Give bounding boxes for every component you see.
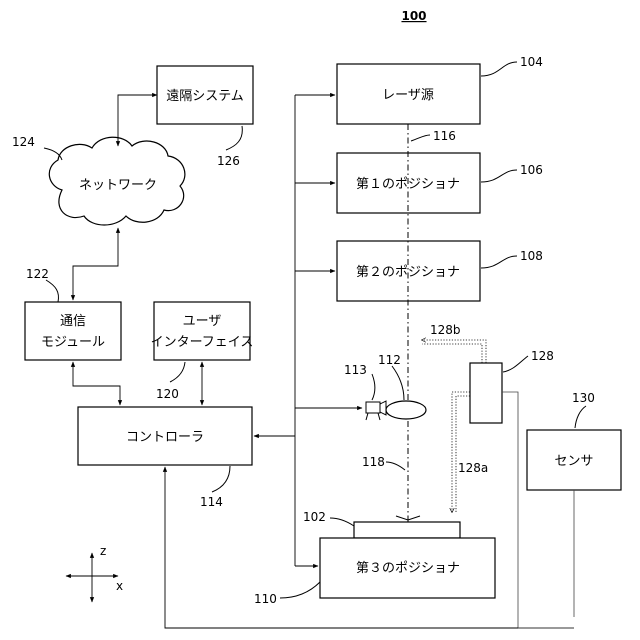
ref-126-leader (226, 126, 242, 150)
ref-112-leader (392, 366, 404, 400)
user-interface-block: ユーザ インターフェイス (151, 302, 254, 360)
figure-number: 100 (401, 9, 426, 23)
laser-source-label: レーザ源 (382, 88, 434, 103)
ref-130: 130 (572, 391, 595, 405)
sensor-block: センサ (527, 430, 621, 490)
camera-icon (366, 401, 386, 420)
ref-114-leader (212, 466, 230, 492)
path-128a (452, 392, 470, 512)
ref-120: 120 (156, 387, 179, 401)
ref-113-leader (372, 374, 375, 400)
ref-106-leader (481, 170, 517, 182)
user-interface-line2: インターフェイス (151, 335, 254, 350)
network-comm-link (73, 228, 118, 300)
ref-124: 124 (12, 135, 35, 149)
comm-module-line2: モジュール (41, 335, 105, 350)
ref-128-leader (503, 356, 528, 372)
network-label: ネットワーク (79, 178, 157, 193)
ref-126: 126 (217, 154, 240, 168)
ref-120-leader (170, 362, 185, 382)
axis-indicator: z x (66, 544, 123, 602)
remote-system-label: 遠隔システム (166, 89, 244, 104)
remote-network-link (118, 95, 157, 146)
ref-104: 104 (520, 55, 543, 69)
ref-122: 122 (26, 267, 49, 281)
ref-128b: 128b (430, 323, 461, 337)
ref-112: 112 (378, 353, 401, 367)
ref-108: 108 (520, 249, 543, 263)
ref-118-leader (386, 462, 405, 470)
ref-102: 102 (303, 510, 326, 524)
network-cloud: ネットワーク (49, 137, 185, 225)
ref-128a: 128a (458, 461, 488, 475)
controller-label: コントローラ (126, 430, 204, 445)
positioner-3-block: 第３のポジショナ (320, 538, 495, 598)
ref-104-leader (481, 62, 517, 76)
ref-116-leader (411, 135, 430, 141)
sensor-label: センサ (554, 454, 593, 469)
ref-130-leader (575, 406, 586, 428)
ref-108-leader (481, 256, 517, 268)
ref-128: 128 (531, 349, 554, 363)
axis-x-label: x (116, 579, 123, 593)
comm-module-block: 通信 モジュール (25, 302, 121, 360)
lens-icon (386, 401, 426, 419)
workpiece (354, 522, 460, 538)
comm-controller-link (73, 362, 120, 405)
controller-block: コントローラ (78, 407, 252, 465)
comm-module-line1: 通信 (60, 314, 86, 329)
ref-114: 114 (200, 495, 223, 509)
ref-102-leader (330, 518, 354, 526)
device-128-feedback-line (502, 392, 518, 628)
laser-source-block: レーザ源 (337, 64, 480, 124)
ref-106: 106 (520, 163, 543, 177)
axis-z-label: z (100, 544, 106, 558)
ref-110-leader (280, 582, 320, 598)
ref-113: 113 (344, 363, 367, 377)
positioner-3-label: 第３のポジショナ (356, 561, 460, 576)
ref-118: 118 (362, 455, 385, 469)
user-interface-line1: ユーザ (183, 314, 222, 329)
device-128 (470, 363, 502, 423)
remote-system-block: 遠隔システム (157, 66, 253, 124)
ref-110: 110 (254, 592, 277, 606)
ref-122-leader (46, 280, 59, 302)
ref-116: 116 (433, 129, 456, 143)
path-128b (422, 340, 486, 363)
